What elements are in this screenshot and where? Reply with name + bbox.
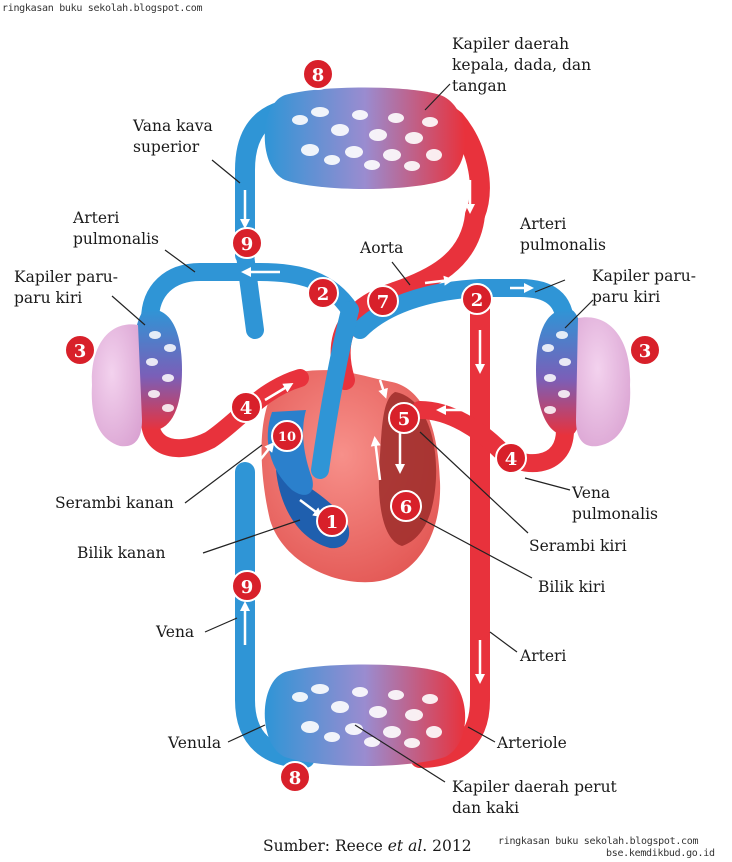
marker-1: 1	[316, 505, 348, 537]
marker-2a: 2	[307, 277, 339, 309]
label-kapiler-paru-right: Kapiler paru-paru kiri	[592, 267, 696, 306]
marker-3b: 3	[629, 334, 661, 366]
lung-left	[91, 324, 142, 447]
svg-text:7: 7	[377, 292, 390, 313]
marker-2b: 2	[461, 283, 493, 315]
svg-text:4: 4	[240, 398, 253, 419]
marker-6: 6	[390, 490, 422, 522]
label-serambi-kanan: Serambi kanan	[55, 494, 174, 512]
svg-text:10: 10	[278, 430, 296, 445]
lung-capillary-left	[132, 309, 182, 431]
watermark-top-left: ringkasan buku sekolah.blogspot.com	[2, 3, 203, 14]
marker-10: 10	[271, 420, 303, 452]
marker-9a: 9	[231, 227, 263, 259]
marker-5: 5	[388, 402, 420, 434]
marker-8b: 8	[279, 761, 311, 793]
step-markers: 1 2 2 3 3 4 4 5 6 7 8 8 9 9 10	[64, 58, 661, 793]
label-venula: Venula	[168, 734, 222, 752]
svg-text:3: 3	[74, 341, 87, 362]
capillary-bed-legs	[264, 664, 466, 766]
svg-text:8: 8	[312, 65, 325, 86]
label-aorta: Aorta	[360, 239, 404, 257]
svg-text:9: 9	[241, 577, 254, 598]
svg-text:4: 4	[505, 449, 518, 470]
label-kapiler-paru-left: Kapiler paru-paru kiri	[14, 268, 118, 307]
svg-text:9: 9	[241, 234, 254, 255]
svg-text:3: 3	[639, 341, 652, 362]
svg-text:1: 1	[326, 512, 339, 533]
marker-8a: 8	[302, 58, 334, 90]
svg-text:8: 8	[289, 768, 302, 789]
heart	[261, 370, 441, 583]
lung-capillary-right	[536, 309, 586, 436]
marker-7: 7	[367, 285, 399, 317]
marker-4a: 4	[230, 391, 262, 423]
leader-lines	[111, 83, 594, 783]
label-bilik-kanan: Bilik kanan	[77, 544, 166, 562]
label-arteri: Arteri	[520, 647, 567, 665]
lung-right	[576, 317, 631, 447]
marker-3a: 3	[64, 334, 96, 366]
svg-text:2: 2	[471, 290, 484, 311]
capillary-bed-head	[264, 87, 466, 189]
label-vena: Vena	[156, 623, 195, 641]
label-arteriole: Arteriole	[497, 734, 567, 752]
marker-9b: 9	[231, 570, 263, 602]
flow-arrows	[240, 180, 534, 684]
label-bilik-kiri: Bilik kiri	[538, 578, 606, 596]
source-citation: Sumber: Reece et al. 2012	[263, 837, 472, 855]
svg-text:2: 2	[317, 284, 330, 305]
watermark-bottom-right-2: bse.kemdikbud.go.id	[606, 848, 715, 859]
watermark-bottom-right-1: ringkasan buku sekolah.blogspot.com	[498, 836, 699, 847]
marker-4b: 4	[495, 442, 527, 474]
svg-text:5: 5	[398, 409, 411, 430]
label-serambi-kiri: Serambi kiri	[529, 537, 627, 555]
svg-text:6: 6	[400, 497, 413, 518]
